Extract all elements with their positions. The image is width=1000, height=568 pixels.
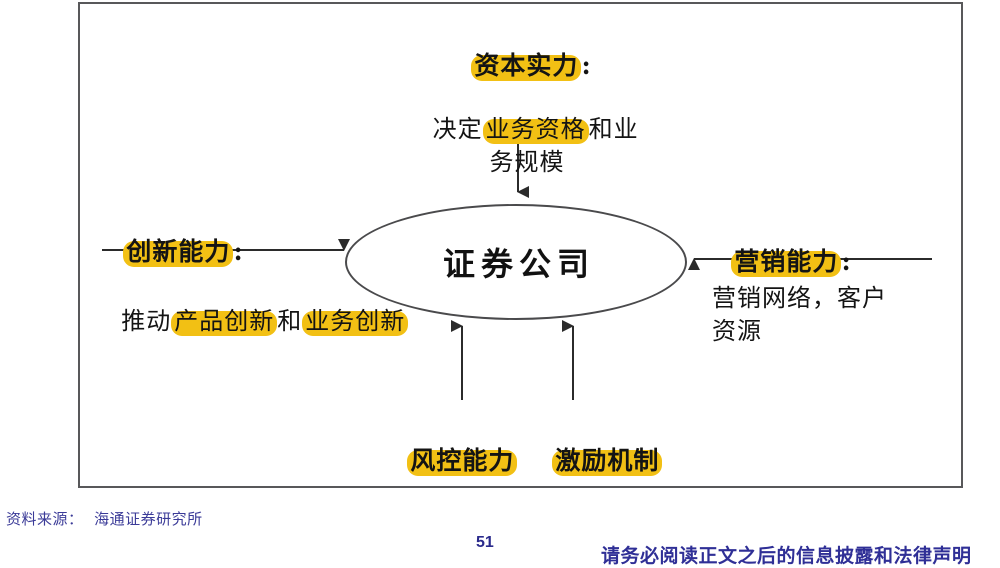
driver-marketing-title: 营销能力: [712,210,852,279]
driver-innovation-desc-highlight-2: 业务创新 [302,305,409,338]
driver-innovation-title-highlight: 创新能力 [123,235,234,270]
driver-risk-control-title-highlight: 风控能力 [407,444,518,479]
disclaimer-text: 请务必阅读正文之后的信息披露和法律声明 [601,545,972,567]
source-value: 海通证券研究所 [94,510,203,528]
driver-incentive-title-highlight: 激励机制 [552,444,663,479]
driver-capital-desc-highlight: 业务资格 [482,113,589,146]
driver-innovation-desc-highlight-1: 产品创新 [171,305,278,338]
driver-innovation-desc-mid: 和 [277,307,303,336]
driver-capital-title-highlight: 资本实力 [471,49,582,84]
source-label: 资料来源： [6,510,84,528]
driver-capital-title-colon: : [581,50,592,80]
page-number: 51 [476,534,494,551]
driver-risk-control-title: 风控能力 [388,409,518,479]
driver-incentive-title: 激励机制 [533,409,663,479]
driver-innovation-title: 创新能力: [104,200,244,269]
driver-capital-desc-pre: 决定 [432,115,483,144]
central-node-securities-company: 证券公司 [345,204,687,320]
driver-marketing-description: 营销网络，客户 资源 [712,284,887,346]
driver-capital-desc-post: 和业 务规模 [489,115,639,177]
driver-innovation-title-colon: : [233,236,244,266]
driver-innovation-desc-pre: 推动 [121,307,172,336]
driver-capital-title: 资本实力: [452,14,592,83]
source-note: 资料来源： 海通证券研究所 [6,508,203,529]
driver-innovation-description: 推动产品创新和业务创新 [104,272,409,338]
driver-marketing-title-colon: : [841,246,852,276]
driver-marketing-title-highlight: 营销能力 [731,245,842,280]
central-node-label: 证券公司 [442,245,595,283]
driver-capital-description: 决定业务资格和业 务规模 [406,80,648,179]
